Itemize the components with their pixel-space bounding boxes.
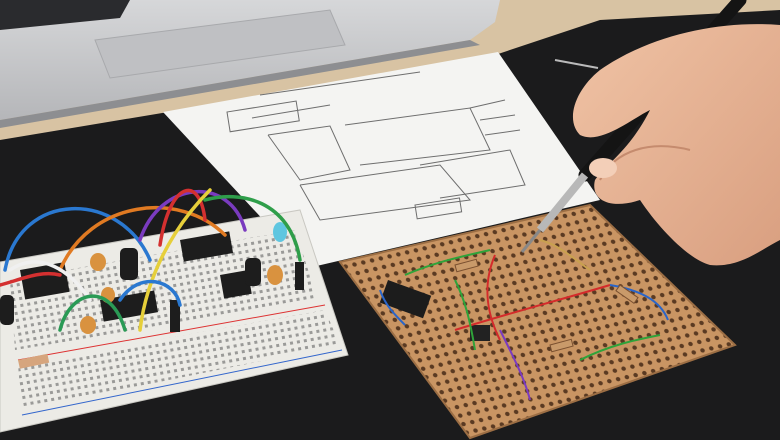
laptop [0,0,500,128]
ic-chip [470,325,490,341]
ic-chip [219,270,252,299]
ic-chip [379,280,432,319]
ic-chip [180,231,234,262]
ic-chip [20,262,70,300]
schematic-paper [163,52,600,268]
hand [572,24,780,266]
breadboard [0,188,349,433]
led [273,222,287,242]
perfboard [338,203,737,440]
